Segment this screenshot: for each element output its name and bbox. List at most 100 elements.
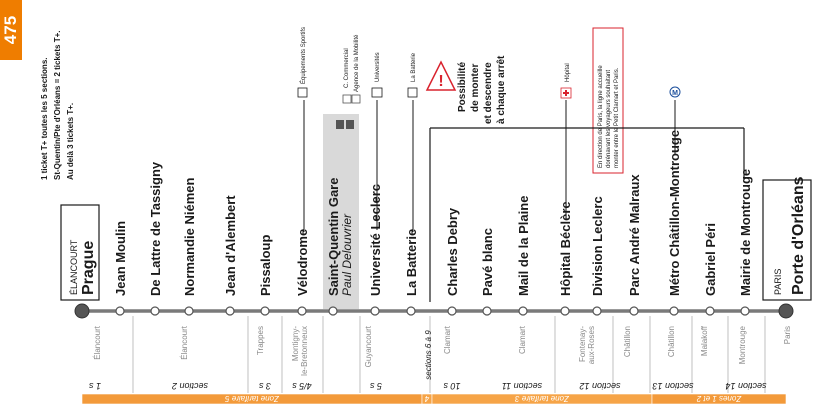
info-icon [351, 94, 361, 104]
terminus-end-box [762, 179, 812, 301]
stadium-icon [297, 87, 308, 98]
info-box [592, 27, 624, 174]
tickets-note: 1 ticket T+ toutes les 5 sections. St-Qu… [40, 31, 75, 181]
terminus-end-dot[interactable] [778, 303, 794, 319]
stop-marker[interactable] [705, 306, 715, 316]
commune-label: Fontenay-aux-Roses [578, 326, 596, 365]
stop-marker[interactable] [560, 306, 570, 316]
commune-label: Montrouge [738, 325, 747, 364]
stop-name: Université Leclerc [368, 184, 383, 296]
stop[interactable]: Mairie de Montrouge [738, 169, 753, 316]
stop-name: Gabriel Péri [703, 223, 718, 296]
stop-marker[interactable] [482, 306, 492, 316]
stop[interactable]: Charles Debry [445, 207, 460, 316]
stop-name: Normandie Niémen [182, 177, 197, 296]
poi-label: Hôpital [565, 63, 571, 82]
commune-label: Châtillon [667, 326, 676, 357]
boarding-bracket [429, 127, 745, 302]
stop[interactable]: Métro Châtillon-Montrouge [667, 130, 682, 316]
section-label: section 14 [725, 381, 766, 391]
stop-marker[interactable] [740, 306, 750, 316]
stop-name: Jean d'Alembert [223, 195, 238, 296]
stop[interactable]: Mail de la Plaine [516, 196, 531, 316]
stop-name: Pavé blanc [480, 228, 495, 296]
stop-name: Saint-Quentin Gare [326, 178, 341, 296]
warning-line4: à chaque arrêt [496, 55, 507, 124]
stop-marker[interactable] [406, 306, 416, 316]
poi-label: Équipements Sportifs [300, 27, 307, 84]
metro-letter: M [672, 90, 678, 97]
commune-label: Malakoff [700, 325, 709, 356]
terminus-end-name: Porte d'Orléans [790, 176, 807, 295]
info-line2: dorénavant les voyageurs souhaitant [606, 70, 612, 168]
stop[interactable]: Division Leclerc [590, 196, 605, 316]
stop[interactable]: De Lattre de Tassigny [148, 161, 163, 316]
zone-label: Zones 1 et 2 [696, 394, 742, 403]
section-label: section 2 [172, 381, 208, 391]
stop-marker[interactable] [260, 306, 270, 316]
stop[interactable]: Jean d'Alembert [223, 195, 238, 316]
zone-bar [651, 393, 787, 405]
university-icon [371, 87, 383, 98]
stop[interactable]: Pavé blanc [480, 228, 495, 316]
stop-marker[interactable] [447, 306, 457, 316]
info-line3: monter entre le Petit Clamart et Paris. [614, 67, 620, 168]
stop-marker[interactable] [518, 306, 528, 316]
section-label: 3 s [259, 381, 272, 391]
terminus-start-dot[interactable] [74, 303, 90, 319]
poi-label: La Batterie [411, 52, 417, 82]
commune-label: Clamart [443, 325, 452, 354]
commune-label: Châtillon [623, 326, 632, 357]
stop-marker[interactable] [592, 306, 602, 316]
zone-label: Zone tarifaire 5 [225, 394, 280, 403]
poi-label: C. Commercial [344, 48, 350, 88]
stop-name: Vélodrome [295, 229, 310, 296]
stop-name: Métro Châtillon-Montrouge [667, 130, 682, 296]
stop-marker[interactable] [669, 306, 679, 316]
warning-line2: de monter [470, 64, 481, 112]
commune-label: Guyancourt [364, 325, 373, 367]
commune-label: Montigny-le-Bretonneux [291, 326, 309, 376]
stop[interactable]: Gabriel Péri [703, 223, 718, 316]
stop[interactable]: Parc André Malraux [627, 174, 642, 316]
commune-label: Élancourt [93, 325, 102, 360]
stop-name: Pissaloup [258, 235, 273, 296]
stop[interactable]: Pissaloup [258, 235, 273, 316]
stop-marker[interactable] [370, 306, 380, 316]
line-number: 475 [1, 16, 20, 44]
stop-marker[interactable] [184, 306, 194, 316]
warning-triangle-icon: ! [425, 60, 457, 91]
communes: Élancourt Élancourt Trappes Montigny-le-Bre… [93, 316, 792, 393]
stop-name: La Batterie [404, 229, 419, 296]
stop[interactable]: Normandie Niémen [182, 177, 197, 316]
poi-label: Agence de la Mobilité [354, 34, 360, 92]
stop[interactable]: Jean Moulin [113, 221, 128, 316]
commune-label: Clamart [518, 325, 527, 354]
stop-subname: Paul Delouvrier [340, 213, 354, 296]
stop-marker[interactable] [115, 306, 125, 316]
stop-marker[interactable] [150, 306, 160, 316]
warning-text: Possibilité de monter et descendre à cha… [457, 55, 507, 124]
section-label: 10 s [443, 381, 461, 391]
stop[interactable]: Vélodrome [295, 229, 310, 316]
stop[interactable]: Université Leclerc [368, 184, 383, 316]
stop[interactable]: La Batterie [404, 229, 419, 316]
terminus-start-name: Prague [80, 241, 97, 295]
stop-name: Parc André Malraux [627, 174, 642, 296]
section-label: 4/5 s [292, 381, 312, 391]
stop[interactable]: Hôpital Béclère [558, 201, 573, 316]
tickets-note-line2: St-Quentin/Pte d'Orléans = 2 tickets T+. [53, 31, 62, 181]
commune-label: Trappes [256, 326, 265, 355]
section-label: section 13 [652, 381, 693, 391]
section-label: section 11 [502, 381, 542, 391]
section-label: sections 6 à 9 [424, 330, 433, 380]
stop-marker[interactable] [297, 306, 307, 316]
stop-marker[interactable] [629, 306, 639, 316]
saint-quentin-highlight [323, 114, 359, 309]
stop-marker[interactable] [225, 306, 235, 316]
commune-label: Élancourt [180, 325, 189, 360]
stop-marker[interactable] [328, 306, 338, 316]
